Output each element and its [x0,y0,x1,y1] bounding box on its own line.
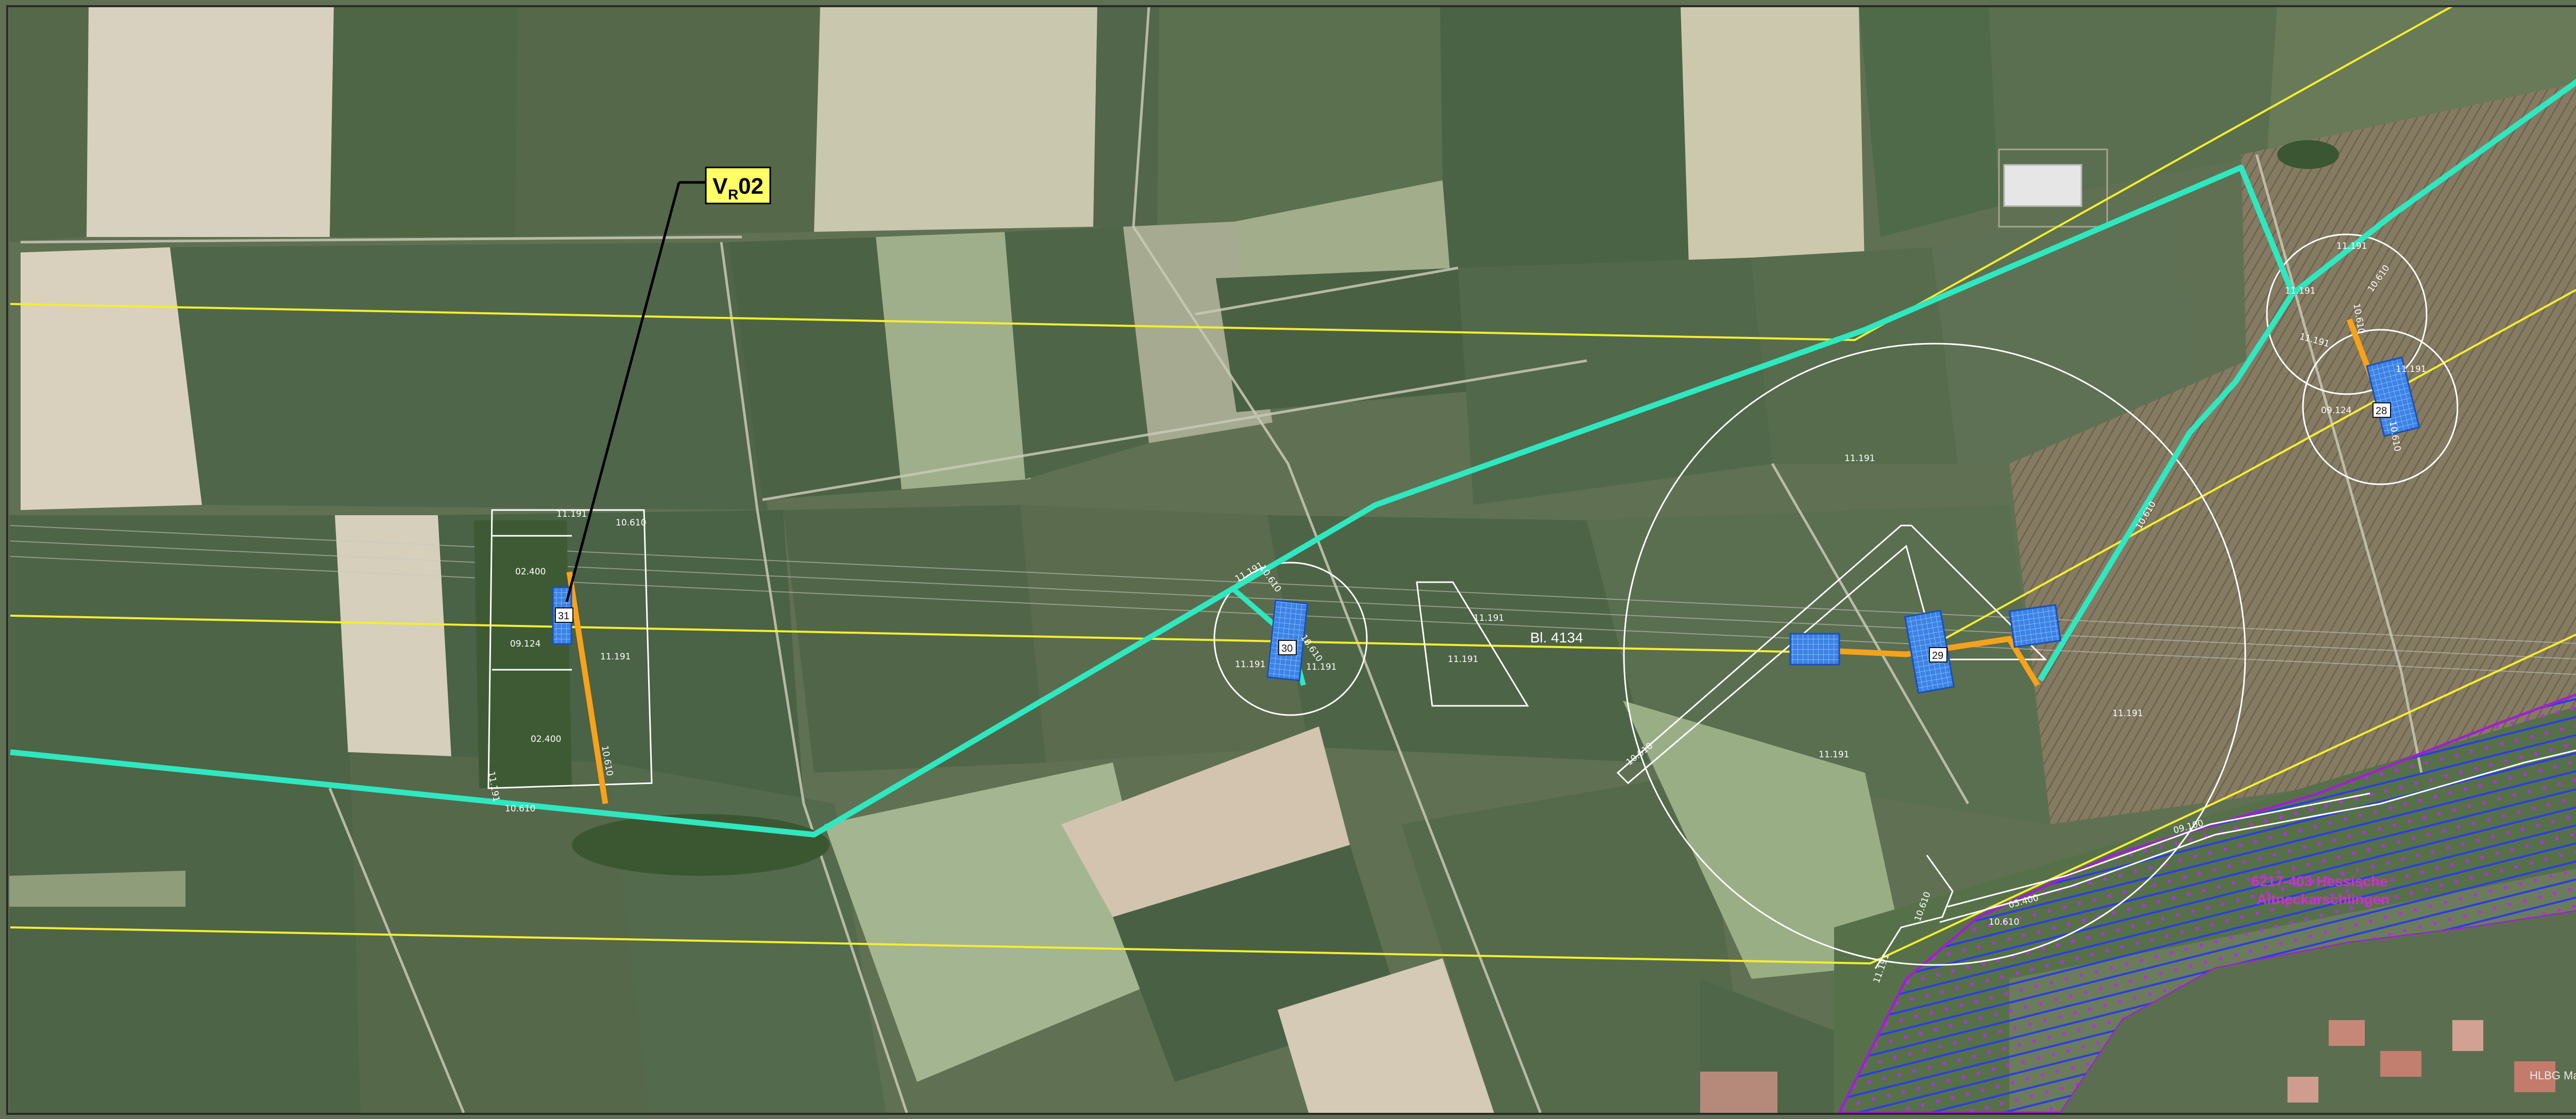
parcel-label: 09.124 [510,639,540,649]
road-label: Bl. 4134 [1530,630,1583,646]
existing-line-east [2038,166,2296,682]
parcel-label: 02.400 [515,567,546,577]
tower-site-icon[interactable] [1789,633,1840,666]
natura-site-label: 6217-403 Hessische [2251,873,2388,889]
farm-tracks [20,6,2423,1113]
parcel-label: 11.191 [2396,364,2426,375]
parcel-label: 11.191 [556,509,587,519]
parcel-label: 10.610 [616,518,646,528]
parcel-label: 11.191 [2112,708,2143,719]
parcel-label: 11.191 [1448,654,1478,665]
tower-numbers: 31 30 29 28 [558,405,2387,662]
village [2287,1020,2555,1103]
tower-number: 31 [558,611,569,622]
tower-number: 28 [2376,405,2387,417]
parcel-label: 11.191 [1473,613,1504,623]
woodland [474,140,2339,876]
callout-box[interactable] [705,166,771,205]
natura-site-label: Altneckarschlingen [2257,891,2389,907]
callout-leader [565,182,681,602]
parcel-label: 11.191 [1306,662,1336,672]
callout-number: 02 [738,174,764,199]
tower-number: 29 [1932,650,1943,662]
parcel-label: 11.191 [2285,286,2315,296]
parcel-label: 11.191 [1819,750,1849,760]
tower-number-boxes [555,402,2391,663]
parcel-label: 11.191 [1844,453,1875,464]
parcel-label: 10.610 [505,804,535,814]
callout-letter: V [713,174,728,199]
parcel-label: 11.191 [2336,241,2367,251]
parcel-label: 02.400 [531,734,561,744]
copyright-label: HLBG Maße & Fotos [2530,1069,2576,1082]
buildings [1700,148,2108,1113]
parcel-outlines [487,233,2576,969]
parcel-label: 11.191 [600,652,631,662]
parcel-label: 10.610 [1989,917,2019,927]
parcel-label: 09.124 [2321,405,2351,416]
callout-vr02[interactable]: V R 02 [565,166,771,602]
natura-2000-area [1837,693,2576,1114]
tower-site-icon[interactable] [2008,604,2062,648]
parcel-label: 11.191 [1235,659,1265,670]
existing-overhead-lines [10,525,2576,675]
map-border [6,5,2576,1115]
tower-number: 30 [1281,643,1293,654]
callout-subscript: R [728,186,738,202]
